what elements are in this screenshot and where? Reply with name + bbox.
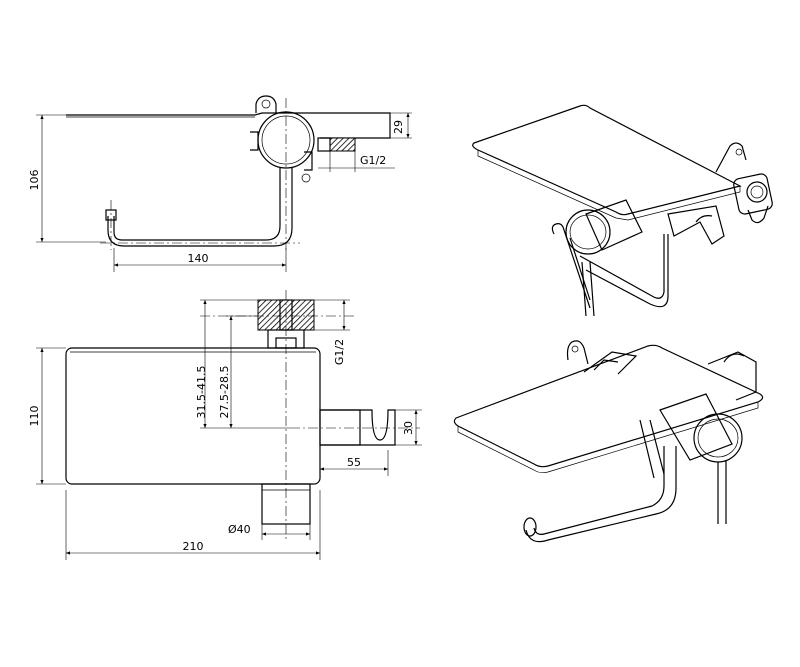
- dim-diameter-40: Ø40: [228, 523, 251, 536]
- dim-210: 210: [183, 540, 204, 553]
- dim-thread-top: G1/2: [333, 339, 346, 365]
- dim-140: 140: [188, 252, 209, 265]
- dim-30: 30: [402, 421, 415, 435]
- dim-thread-side: G1/2: [360, 154, 386, 167]
- iso-view-back: [472, 104, 773, 317]
- dim-range-27-28: 27.5-28.5: [218, 366, 231, 419]
- iso-view-front: [453, 340, 764, 543]
- dim-29: 29: [392, 120, 405, 134]
- dim-55: 55: [347, 456, 361, 469]
- side-view: 106 140 29 G1/2: [28, 95, 412, 272]
- dim-range-31-41: 31.5-41.5: [195, 366, 208, 419]
- dim-110: 110: [28, 406, 41, 427]
- top-view: 110 210 30 55 Ø40 G1/2 31.5-41.5 27: [28, 290, 422, 560]
- dim-106: 106: [28, 170, 41, 191]
